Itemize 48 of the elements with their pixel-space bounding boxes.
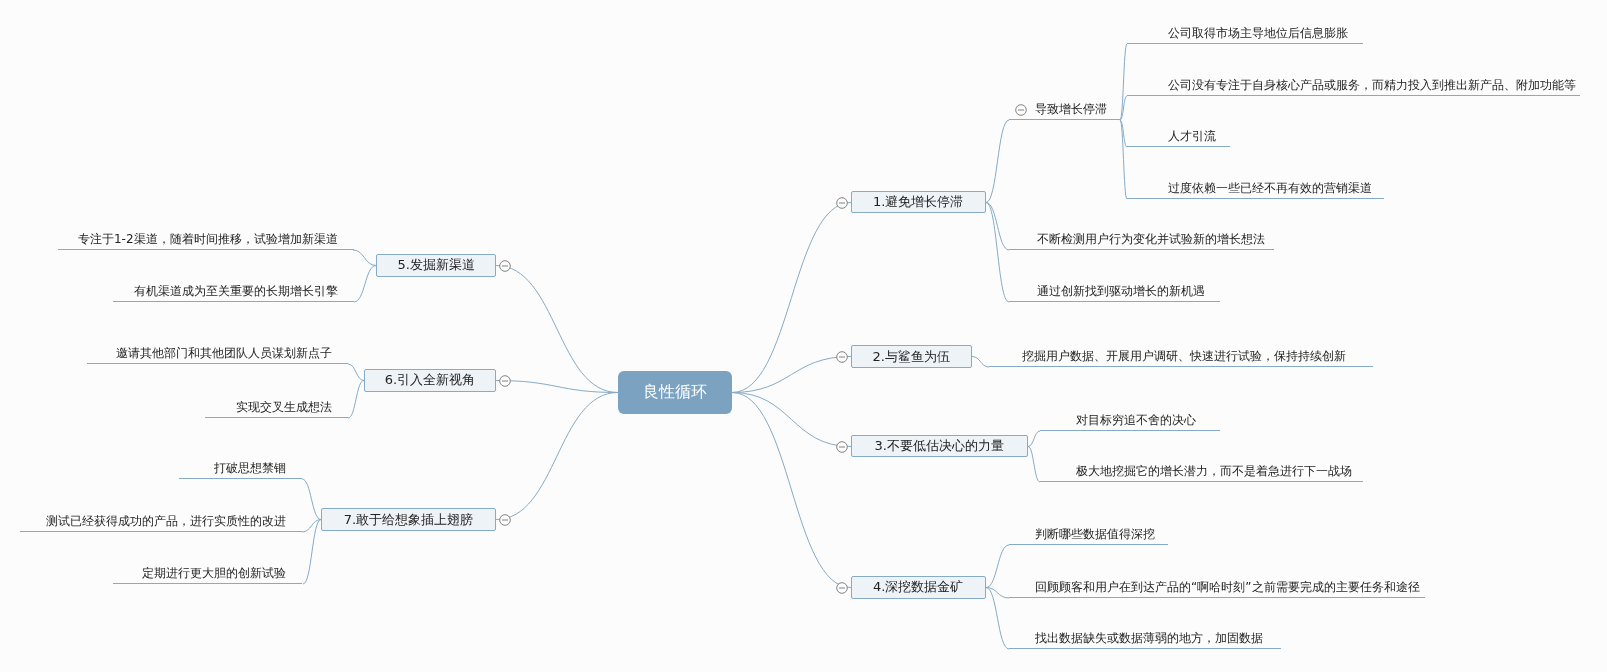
subtopic-label: 公司取得市场主导地位后信息膨胀 (1127, 22, 1364, 44)
topic-box: 2.与鲨鱼为伍 (850, 345, 972, 368)
connector-line (985, 587, 1010, 650)
connector-line (1119, 43, 1128, 121)
topic-box: 6.引入全新视角 (363, 368, 497, 392)
connector-line (1119, 119, 1128, 200)
connector-line (301, 519, 322, 533)
subtopic-label: 极大地挖掘它的增长潜力，而不是着急进行下一战场 (1040, 461, 1364, 483)
topic-box: 4.深挖数据金矿 (850, 575, 986, 599)
topic-box: 5.发掘新渠道 (376, 254, 497, 277)
topic-box: 1.避免增长停滞 (850, 190, 986, 214)
topic-box: 3.不要低估决心的力量 (850, 434, 1028, 458)
connector-line (352, 249, 377, 266)
connector-line (1119, 119, 1128, 148)
subtopic-label: 过度依赖一些已经不再有效的营销渠道 (1127, 178, 1384, 200)
connector-line (985, 587, 1010, 599)
connector-line (302, 519, 322, 585)
connector-line (985, 202, 1010, 303)
connector-line (985, 544, 1010, 588)
connector-line (1027, 430, 1041, 447)
subtopic-label: 不断检测用户行为变化并试验新的增长想法 (1009, 228, 1274, 250)
connector-line (731, 392, 852, 588)
connector-line (353, 265, 377, 303)
subtopic-label: 人才引流 (1127, 126, 1230, 148)
subtopic-label: 对目标穷追不舍的决心 (1040, 409, 1220, 431)
subtopic-label: 邀请其他部门和其他团队人员谋划新点子 (87, 343, 349, 365)
subtopic-label: 专注于1-2渠道，随着时间推移，试验增加新渠道 (58, 228, 354, 250)
central-topic-box: 良性循环 (618, 371, 732, 415)
subtopic-label: 判断哪些数据值得深挖 (1009, 523, 1169, 545)
connector-line (347, 380, 365, 419)
connector-line (301, 478, 322, 520)
connector-line (1119, 95, 1128, 121)
connector-line (495, 392, 619, 520)
connector-line (347, 363, 365, 381)
subtopic-label: 找出数据缺失或数据薄弱的地方，加固数据 (1009, 628, 1282, 650)
subtopic-label: 挖掘用户数据、开展用户调研、快速进行试验，保持持续创新 (989, 346, 1374, 368)
topic-box: 7.敢于给想象插上翅膀 (320, 508, 497, 531)
connector-line (985, 119, 1010, 203)
subtopic-label: 回顾顾客和用户在到达产品的“啊哈时刻”之前需要完成的主要任务和途径 (1009, 577, 1425, 598)
connector-line (1027, 446, 1041, 483)
subtopic-label: 测试已经获得成功的产品，进行实质性的改进 (20, 511, 303, 533)
subtopic-label: 实现交叉生成想法 (204, 396, 349, 418)
subtopic-label: 公司没有专注于自身核心产品或服务，而精力投入到推出新产品、附加功能等 (1127, 74, 1580, 96)
connector-line (971, 356, 990, 368)
subtopic-label: 打破思想禁锢 (179, 458, 303, 480)
subtopic-label: 定期进行更大胆的创新试验 (112, 562, 303, 584)
subtopic-label: 通过创新找到驱动增长的新机遇 (1009, 280, 1220, 302)
subtopic-label: 有机渠道成为至关重要的长期增长引擎 (112, 280, 354, 302)
